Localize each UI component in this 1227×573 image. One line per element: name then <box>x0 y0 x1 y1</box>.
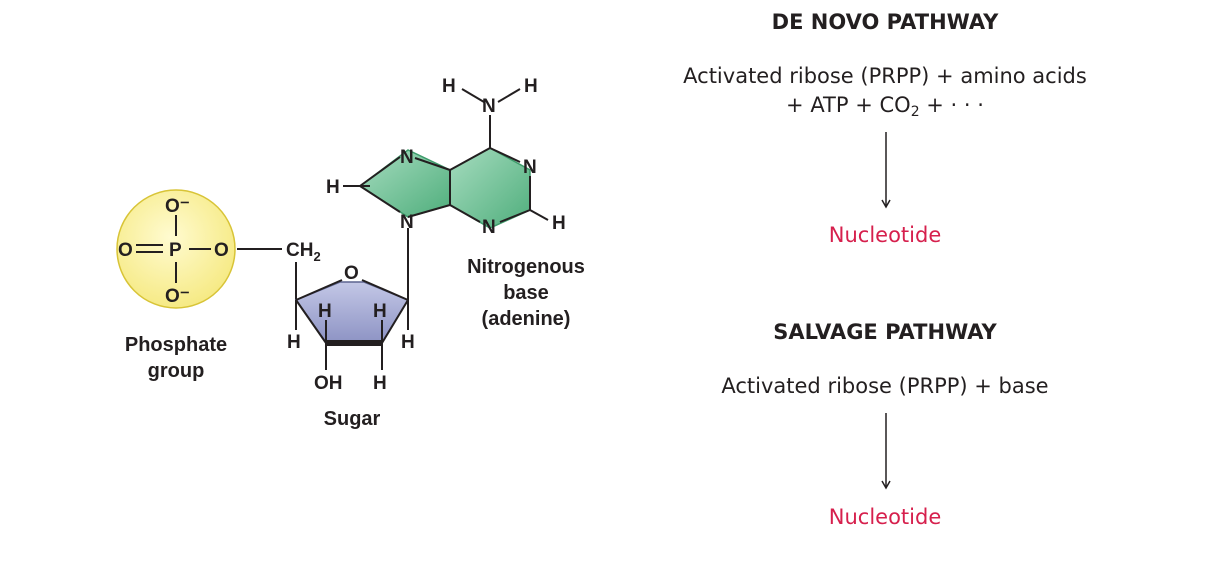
sugar-h-right: H <box>401 332 415 353</box>
de-novo-line2: + ATP + CO2 + · · · <box>786 93 984 120</box>
base-label-line3: (adenine) <box>482 308 571 330</box>
base-h8: H <box>326 177 340 198</box>
amine-h-left: H <box>442 76 456 97</box>
de-novo-product: Nucleotide <box>828 223 942 247</box>
sugar-label: Sugar <box>324 408 381 430</box>
phosphate-label-line2: group <box>148 360 205 382</box>
de-novo-line1: Activated ribose (PRPP) + amino acids <box>683 64 1087 88</box>
ring-oxygen: O <box>344 263 359 284</box>
de-novo-arrow <box>881 132 891 209</box>
phosphate-o-right: O <box>214 240 229 261</box>
phosphate-o-left: O <box>118 240 133 261</box>
base-n3: N <box>482 217 496 238</box>
pathways-panel: DE NOVO PATHWAY Activated ribose (PRPP) … <box>630 0 1140 573</box>
phosphate-o-bottom: O⁻ <box>165 286 190 307</box>
phosphate-label-line1: Phosphate <box>125 334 227 356</box>
sugar-h-left: H <box>287 332 301 353</box>
salvage-line1: Activated ribose (PRPP) + base <box>721 374 1049 398</box>
phosphate-p: P <box>169 240 182 261</box>
base-n1: N <box>523 157 537 178</box>
salvage-arrow <box>881 413 891 490</box>
phosphate-o-top: O⁻ <box>165 196 190 217</box>
base-n9: N <box>400 212 414 233</box>
salvage-title: SALVAGE PATHWAY <box>773 320 997 344</box>
amine-n: N <box>482 96 496 117</box>
phosphate-circle <box>116 189 236 309</box>
nucleotide-structure: O⁻ O P O O⁻ Phosphate group CH2 O H H H … <box>116 76 585 430</box>
amine-h-right: H <box>524 76 538 97</box>
base-h2: H <box>552 213 566 234</box>
sugar-ring <box>294 281 410 344</box>
base-n7: N <box>400 147 414 168</box>
ch2-group: CH2 <box>286 240 321 264</box>
sugar-oh: OH <box>314 373 343 394</box>
sugar-h-inner-left: H <box>318 301 332 322</box>
salvage-product: Nucleotide <box>828 505 942 529</box>
base-label-line1: Nitrogenous <box>467 256 585 278</box>
de-novo-title: DE NOVO PATHWAY <box>771 10 999 34</box>
sugar-h-bottom: H <box>373 373 387 394</box>
sugar-h-inner-right: H <box>373 301 387 322</box>
base-label-line2: base <box>503 282 549 304</box>
